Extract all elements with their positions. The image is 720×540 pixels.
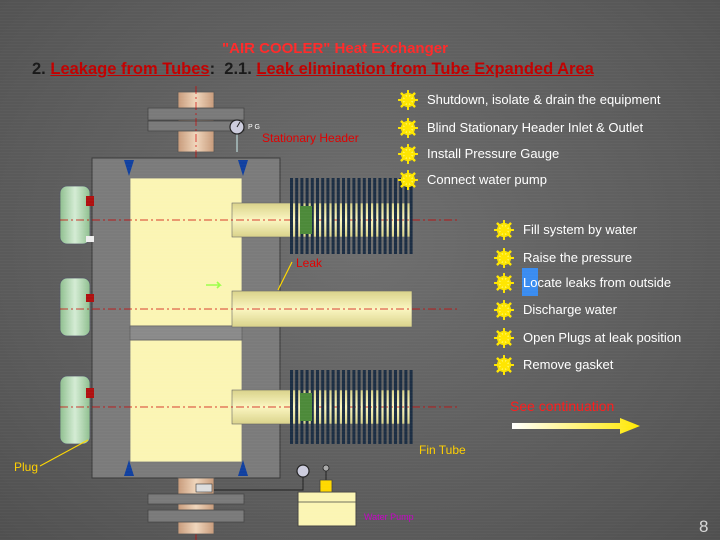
fin — [378, 370, 382, 444]
water-pump — [214, 464, 357, 527]
step-7-label: Locate leaks from outside — [523, 275, 672, 290]
step-10-label: Remove gasket — [523, 357, 614, 372]
step-bullet-icon — [398, 170, 418, 190]
fin — [373, 370, 377, 444]
fin — [290, 178, 293, 254]
pump-gauge-icon — [296, 464, 310, 478]
step-bullet-icon — [494, 220, 514, 240]
slide-subtitle: 2. Leakage from Tubes: 2.1. Leak elimina… — [32, 60, 594, 79]
fin — [362, 178, 366, 254]
gasket-marks — [124, 160, 248, 476]
subsection-number: 2.1. — [224, 60, 252, 78]
fin — [295, 178, 299, 254]
fin — [321, 178, 325, 254]
step-8-label: Discharge water — [523, 302, 617, 317]
fin — [383, 370, 387, 444]
fin — [399, 178, 403, 254]
leak-label: Leak — [296, 256, 323, 270]
fin — [357, 178, 361, 254]
step-bullet-icon — [494, 273, 514, 293]
fin — [331, 370, 335, 444]
fin — [378, 178, 382, 254]
step-bullet-icon — [494, 355, 514, 375]
fin — [368, 178, 371, 254]
section-title: Leakage from Tubes — [50, 60, 210, 78]
leak-arrow-icon — [206, 281, 222, 289]
step-bullet-icon — [494, 300, 514, 320]
fin — [336, 178, 340, 254]
fin — [394, 178, 397, 254]
fin — [295, 370, 299, 444]
step-5-label: Fill system by water — [523, 222, 638, 237]
fin — [342, 178, 345, 254]
pg-label: P G — [248, 124, 260, 131]
fin — [409, 178, 413, 254]
header-compartment-lower — [129, 339, 243, 463]
plug-label: Plug — [14, 460, 39, 474]
header-compartment-upper — [129, 177, 243, 327]
step-bullet-icon — [494, 248, 514, 268]
fin — [326, 370, 330, 444]
tube-highlight-upper — [300, 206, 312, 234]
section-number: 2. — [32, 60, 46, 78]
fin — [383, 178, 387, 254]
fin — [342, 370, 345, 444]
fin — [404, 370, 408, 444]
pressure-gauge-icon — [229, 119, 245, 152]
fin — [368, 370, 371, 444]
fin — [388, 370, 392, 444]
subsection-title: Leak elimination from Tube Expanded Area — [256, 60, 594, 78]
step-highlight — [522, 268, 538, 296]
fin — [362, 370, 366, 444]
see-continuation-label: See continuation — [510, 398, 615, 414]
stationary-header-label: Stationary Header — [262, 131, 359, 145]
plug-column — [59, 185, 94, 445]
fin — [373, 178, 377, 254]
leak-pointer — [277, 261, 293, 291]
fin — [331, 178, 335, 254]
step-bullet-icon — [398, 90, 418, 110]
fin — [394, 370, 397, 444]
fin — [336, 370, 340, 444]
fin — [347, 178, 351, 254]
fin — [357, 370, 361, 444]
fin — [326, 178, 330, 254]
fin — [321, 370, 325, 444]
fin — [310, 370, 314, 444]
fin — [290, 370, 293, 444]
step-2-label: Blind Stationary Header Inlet & Outlet — [427, 120, 644, 135]
continuation-arrow — [512, 418, 640, 434]
bottom-nozzle — [147, 477, 245, 535]
step-bullet-icon — [494, 328, 514, 348]
fin — [352, 370, 356, 444]
step-6-label: Raise the pressure — [523, 250, 633, 265]
fin — [399, 370, 403, 444]
fin — [316, 178, 319, 254]
step-4-label: Connect water pump — [427, 172, 547, 187]
fin — [404, 178, 408, 254]
fin — [409, 370, 413, 444]
fin — [310, 178, 314, 254]
step-9-label: Open Plugs at leak position — [523, 330, 682, 345]
slide-title: "AIR COOLER" Heat Exchanger — [222, 40, 448, 57]
step-1-label: Shutdown, isolate & drain the equipment — [427, 92, 661, 107]
step-bullet-icon — [398, 144, 418, 164]
fin — [316, 370, 319, 444]
step-3-label: Install Pressure Gauge — [427, 146, 560, 161]
step-bullet-icon — [398, 118, 418, 138]
fin-tube-label: Fin Tube — [419, 443, 466, 457]
water-pump-label: Water Pump — [364, 512, 414, 522]
fin — [352, 178, 356, 254]
fin — [347, 370, 351, 444]
title-colon: : — [209, 60, 216, 78]
page-number: 8 — [699, 517, 709, 536]
tube-highlight-lower — [300, 393, 312, 421]
fin — [388, 178, 392, 254]
